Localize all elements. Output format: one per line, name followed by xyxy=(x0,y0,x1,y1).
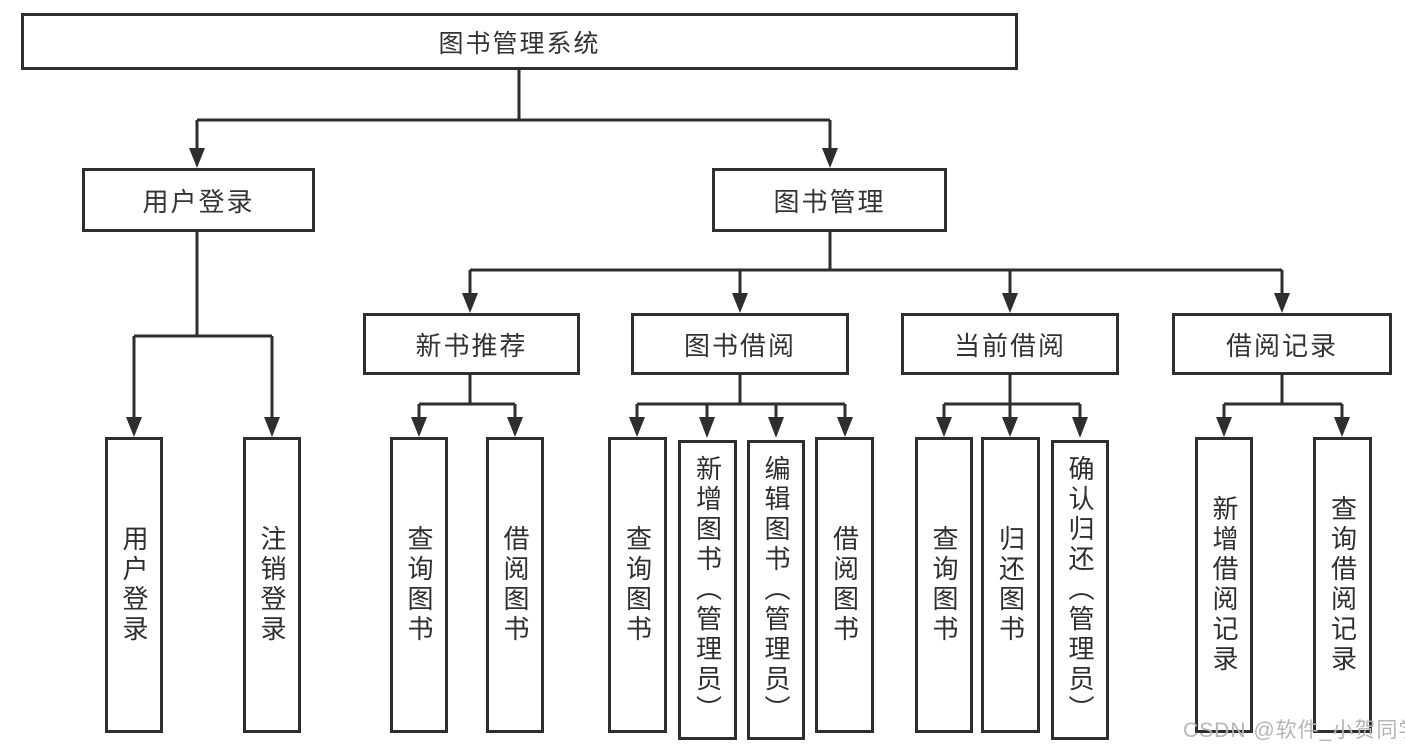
leaf-user-login-label: 用户登录 xyxy=(119,525,149,645)
leaf-borrowing-add-books: 新增图书（管理员） xyxy=(678,440,737,740)
leaf-current-confirm-return: 确认归还（管理员） xyxy=(1051,440,1109,740)
node-book-borrowing: 图书借阅 xyxy=(631,313,849,375)
leaf-recommend-query-books: 查询图书 xyxy=(390,437,448,733)
node-current-borrowing: 当前借阅 xyxy=(901,313,1119,375)
leaf-recommend-borrow-books-label: 借阅图书 xyxy=(500,525,530,645)
connector-current-to-leaves xyxy=(942,375,1082,419)
leaf-borrowing-borrow-books: 借阅图书 xyxy=(815,437,874,733)
arrow-down-icon xyxy=(1334,417,1350,437)
connector-recommend-to-leaves xyxy=(417,375,517,419)
watermark-text: CSDN @软件_小贺同学 xyxy=(1183,719,1405,742)
leaf-current-confirm-return-label: 确认归还（管理员） xyxy=(1065,455,1095,725)
connector-records-to-leaves xyxy=(1222,375,1344,419)
arrow-down-icon xyxy=(699,417,715,438)
arrow-down-icon xyxy=(189,148,205,168)
arrow-down-icon xyxy=(411,417,427,437)
arrow-down-icon xyxy=(1002,417,1018,437)
arrow-down-icon xyxy=(507,417,523,437)
leaf-borrowing-query-books: 查询图书 xyxy=(608,437,667,733)
node-current-borrowing-label: 当前借阅 xyxy=(953,330,1066,361)
leaf-records-add-record: 新增借阅记录 xyxy=(1195,437,1253,733)
node-book-management-label: 图书管理 xyxy=(773,186,886,217)
leaf-records-query-record: 查询借阅记录 xyxy=(1313,437,1372,733)
arrow-down-icon xyxy=(1002,293,1018,313)
arrow-down-icon xyxy=(126,417,142,437)
arrow-down-icon xyxy=(936,417,952,437)
leaf-borrowing-query-books-label: 查询图书 xyxy=(622,525,653,645)
node-root: 图书管理系统 xyxy=(21,13,1018,70)
leaf-logout-login: 注销登录 xyxy=(243,437,301,733)
node-book-borrowing-label: 图书借阅 xyxy=(683,330,796,361)
node-new-book-recommend-label: 新书推荐 xyxy=(415,330,528,361)
leaf-current-return-books-label: 归还图书 xyxy=(995,525,1026,645)
arrow-down-icon xyxy=(1274,293,1290,313)
node-book-management: 图书管理 xyxy=(712,168,947,232)
node-user-login-label: 用户登录 xyxy=(142,186,255,217)
leaf-borrowing-edit-books: 编辑图书（管理员） xyxy=(747,440,805,740)
leaf-user-login: 用户登录 xyxy=(105,437,163,733)
arrow-down-icon xyxy=(629,417,645,437)
connector-bookmgmt-to-level2 xyxy=(468,232,1284,295)
connector-borrowing-to-leaves xyxy=(635,375,847,419)
leaf-borrowing-edit-books-label: 编辑图书（管理员） xyxy=(761,455,791,725)
leaf-current-return-books: 归还图书 xyxy=(981,437,1040,733)
arrowheads xyxy=(126,148,1350,438)
arrow-down-icon xyxy=(1216,417,1232,437)
arrow-down-icon xyxy=(768,417,784,438)
leaf-records-query-record-label: 查询借阅记录 xyxy=(1327,495,1358,675)
node-borrowing-records: 借阅记录 xyxy=(1172,313,1392,375)
arrow-down-icon xyxy=(1072,417,1088,438)
leaf-current-query-books-label: 查询图书 xyxy=(929,525,959,645)
node-new-book-recommend: 新书推荐 xyxy=(363,313,580,375)
arrow-down-icon xyxy=(264,417,280,437)
leaf-records-add-record-label: 新增借阅记录 xyxy=(1209,495,1239,675)
connector-root-to-level1 xyxy=(195,70,832,150)
connector-userlogin-to-leaves xyxy=(132,232,274,419)
node-user-login: 用户登录 xyxy=(82,168,315,232)
leaf-recommend-query-books-label: 查询图书 xyxy=(404,525,434,645)
arrow-down-icon xyxy=(822,148,838,168)
leaf-recommend-borrow-books: 借阅图书 xyxy=(486,437,544,733)
leaf-current-query-books: 查询图书 xyxy=(915,437,973,733)
arrow-down-icon xyxy=(732,293,748,313)
arrow-down-icon xyxy=(837,417,853,437)
node-root-label: 图书管理系统 xyxy=(438,29,601,58)
node-borrowing-records-label: 借阅记录 xyxy=(1225,330,1338,361)
leaf-borrowing-add-books-label: 新增图书（管理员） xyxy=(692,455,723,725)
leaf-borrowing-borrow-books-label: 借阅图书 xyxy=(829,525,860,645)
arrow-down-icon xyxy=(462,293,478,313)
leaf-logout-login-label: 注销登录 xyxy=(257,525,287,645)
